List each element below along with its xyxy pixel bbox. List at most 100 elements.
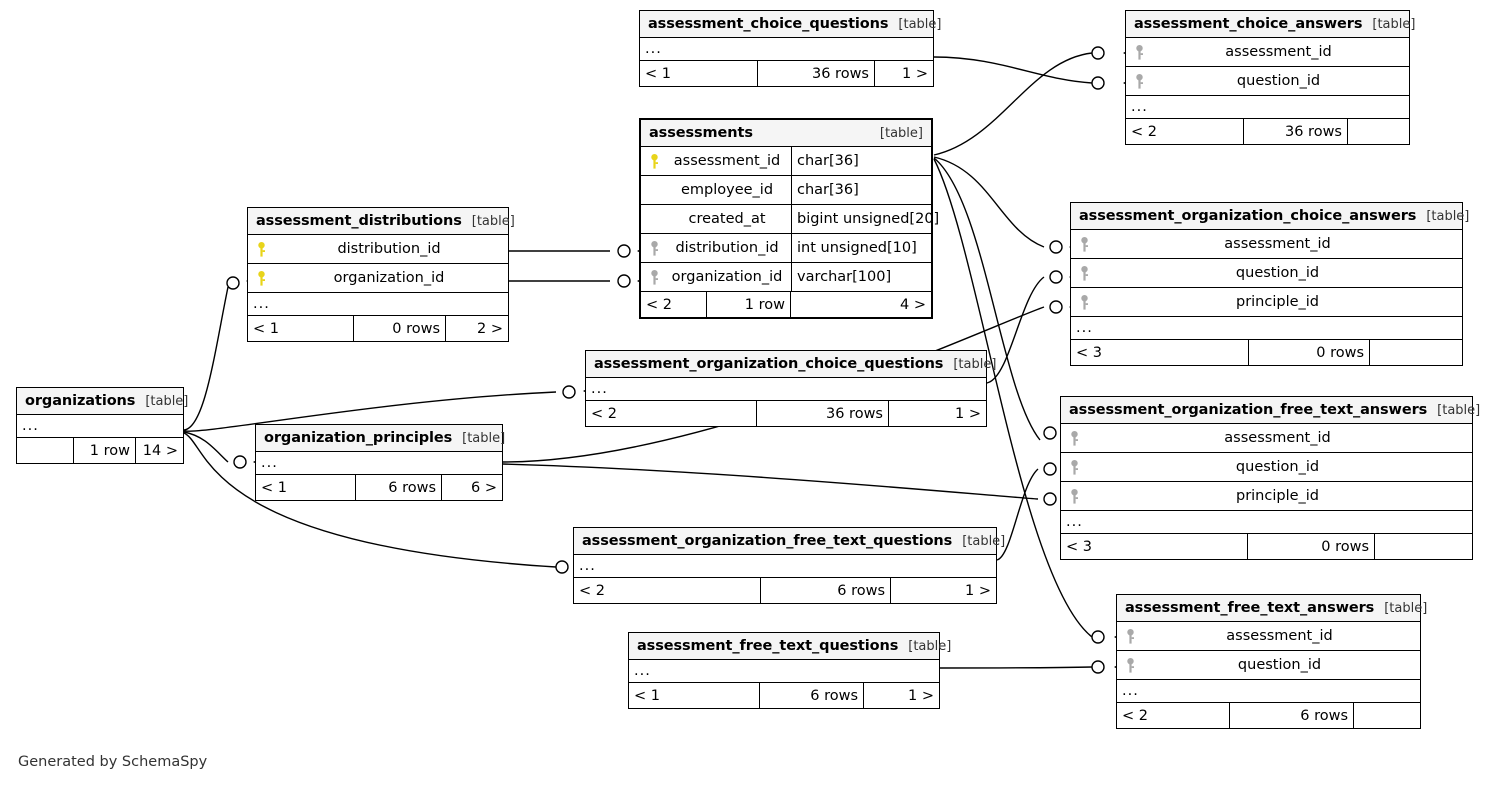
incoming-relations-count: < 1	[634, 687, 660, 704]
outgoing-relations-count: 4 >	[900, 296, 926, 313]
table-assessment_free_text_questions[interactable]: assessment_free_text_questions[table]...…	[628, 632, 951, 709]
column-row[interactable]: created_at bigint unsigned[20]	[641, 205, 939, 234]
table-assessment_choice_answers[interactable]: assessment_choice_answers[table]assessme…	[1125, 10, 1415, 145]
column-row[interactable]: distribution_id	[248, 235, 508, 264]
row-count: 0 rows	[1247, 534, 1375, 559]
row-count: 6 rows	[355, 475, 442, 500]
table-header: assessment_choice_questions[table]	[640, 11, 941, 38]
table-name: assessment_organization_choice_answers	[1079, 208, 1417, 224]
table-name: assessment_free_text_questions	[637, 638, 899, 654]
column-name: principle_id	[1235, 294, 1320, 310]
column-name: question_id	[1235, 265, 1320, 281]
primary-key-icon	[248, 270, 274, 286]
foreign-key-icon	[1126, 44, 1152, 60]
table-assessment_free_text_answers[interactable]: assessment_free_text_answers[table]asses…	[1116, 594, 1427, 729]
column-row[interactable]: question_id	[1061, 453, 1472, 482]
more-columns-ellipsis: ...	[1071, 317, 1462, 340]
table-header: assessment_free_text_answers[table]	[1117, 595, 1427, 622]
foreign-key-icon	[1061, 488, 1087, 504]
column-row[interactable]: organization_id	[248, 264, 508, 293]
foreign-key-icon	[1071, 294, 1097, 310]
outgoing-relations-count: 1 >	[902, 65, 928, 82]
incoming-relations-count: < 2	[579, 582, 605, 599]
outgoing-relations-count: 1 >	[908, 687, 934, 704]
column-name: question_id	[1237, 657, 1322, 673]
outgoing-relations-count	[1348, 119, 1409, 144]
column-name: created_at	[688, 211, 766, 227]
table-type-tag: [table]	[1426, 208, 1470, 224]
more-columns-ellipsis: ...	[1117, 680, 1420, 703]
row-count: 6 rows	[760, 578, 891, 603]
table-name: assessments	[649, 125, 753, 141]
foreign-key-icon	[1071, 236, 1097, 252]
row-count: 6 rows	[1229, 703, 1354, 728]
more-columns-ellipsis: ...	[256, 452, 502, 475]
column-row[interactable]: question_id	[1071, 259, 1462, 288]
table-header: assessment_organization_choice_answers [t…	[1071, 203, 1469, 230]
table-name: assessment_free_text_answers	[1125, 600, 1375, 616]
outgoing-relations-count	[1370, 340, 1462, 365]
table-type-tag: [table]	[145, 393, 189, 409]
table-type-tag: [table]	[462, 430, 506, 446]
foreign-key-icon	[1117, 628, 1143, 644]
row-count: 36 rows	[1243, 119, 1348, 144]
table-assessment_choice_questions[interactable]: assessment_choice_questions[table]...< 1…	[639, 10, 941, 87]
table-name: organizations	[25, 393, 136, 409]
table-assessment_organization_free_text_questions[interactable]: assessment_organization_free_text_questi…	[573, 527, 1005, 604]
column-type: int unsigned[10]	[791, 234, 931, 262]
more-columns-ellipsis: ...	[574, 555, 996, 578]
table-header: assessments [table]	[641, 120, 931, 147]
foreign-key-icon	[1126, 73, 1152, 89]
foreign-key-icon	[1061, 459, 1087, 475]
column-type: bigint unsigned[20]	[791, 205, 939, 233]
column-row[interactable]: question_id	[1126, 67, 1409, 96]
row-count: 0 rows	[353, 316, 446, 341]
table-type-tag: [table]	[879, 125, 923, 141]
column-type: char[36]	[791, 147, 931, 175]
outgoing-relations-count: 2 >	[477, 320, 503, 337]
table-name: organization_principles	[264, 430, 453, 446]
outgoing-relations-count	[1354, 703, 1420, 728]
outgoing-relations-count: 1 >	[965, 582, 991, 599]
incoming-relations-count: < 1	[645, 65, 671, 82]
table-type-tag: [table]	[953, 356, 997, 372]
column-row[interactable]: assessment_id	[1117, 622, 1420, 651]
table-type-tag: [table]	[1437, 402, 1481, 418]
column-name: employee_id	[680, 182, 774, 198]
incoming-relations-count	[17, 438, 73, 463]
table-name: assessment_organization_free_text_questi…	[582, 533, 953, 549]
column-row[interactable]: assessment_id	[1071, 230, 1462, 259]
table-assessment_organization_choice_questions[interactable]: assessment_organization_choice_questions…	[585, 350, 996, 427]
column-row[interactable]: question_id	[1117, 651, 1420, 680]
table-header: assessment_organization_choice_questions…	[586, 351, 996, 378]
column-row[interactable]: principle_id	[1061, 482, 1472, 511]
table-header: organizations [table]	[17, 388, 188, 415]
table-assessment_organization_free_text_answers[interactable]: assessment_organization_free_text_answer…	[1060, 396, 1480, 560]
column-row[interactable]: assessment_id	[1126, 38, 1409, 67]
column-row[interactable]: principle_id	[1071, 288, 1462, 317]
more-columns-ellipsis: ...	[1061, 511, 1472, 534]
table-name: assessment_organization_free_text_answer…	[1069, 402, 1428, 418]
column-row[interactable]: distribution_id int unsigned[10]	[641, 234, 931, 263]
primary-key-icon	[248, 241, 274, 257]
column-name: principle_id	[1235, 488, 1320, 504]
table-assessment_organization_choice_answers[interactable]: assessment_organization_choice_answers [t…	[1070, 202, 1469, 366]
outgoing-relations-count	[1375, 534, 1472, 559]
outgoing-relations-count: 6 >	[471, 479, 497, 496]
column-row[interactable]: assessment_id	[1061, 424, 1472, 453]
table-assessment_distributions[interactable]: assessment_distributions[table]distribut…	[247, 207, 515, 342]
more-columns-ellipsis: ...	[1126, 96, 1409, 119]
column-name: distribution_id	[675, 240, 779, 256]
